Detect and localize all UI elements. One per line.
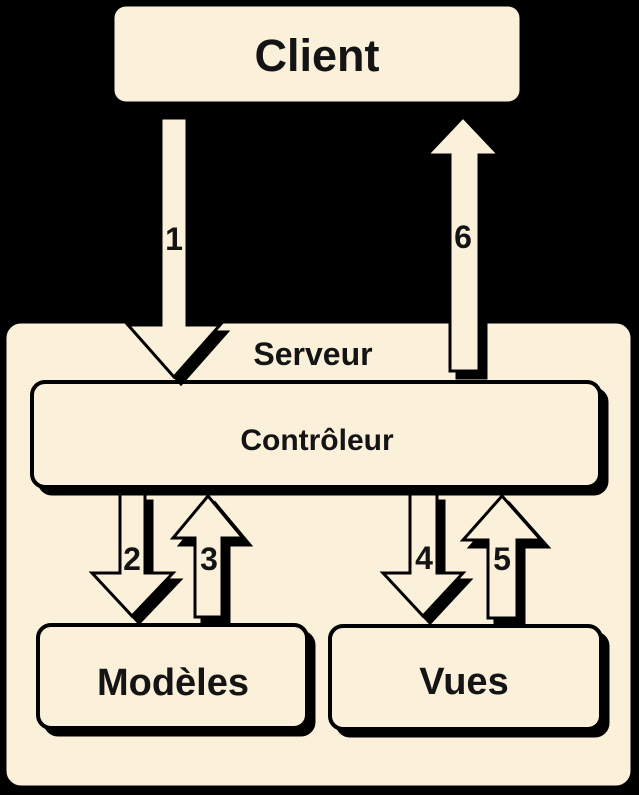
- arrow-2-down: [88, 492, 177, 619]
- modeles-label: Modèles: [97, 662, 249, 704]
- arrow-1-label: 1: [165, 221, 183, 257]
- arrow-4-down: [379, 492, 467, 619]
- client-label: Client: [254, 30, 379, 81]
- vues-node: [328, 624, 603, 731]
- serveur-label: Serveur: [253, 336, 372, 372]
- controleur-node: [30, 380, 602, 489]
- arrow-2-label: 2: [123, 541, 141, 577]
- arrow-4-label: 4: [415, 540, 433, 576]
- arrow-3-label: 3: [200, 541, 218, 577]
- arrow-1-down: [124, 116, 224, 380]
- arrow-3-up: [169, 493, 247, 619]
- arrow-6-label: 6: [454, 219, 472, 255]
- modeles-node: [36, 623, 309, 730]
- arrow-5-label: 5: [493, 541, 511, 577]
- client-node: [111, 3, 523, 105]
- vues-label: Vues: [419, 661, 508, 703]
- controleur-label: Contrôleur: [240, 424, 394, 457]
- arrow-6-up: [423, 114, 503, 373]
- arrow-5-up: [459, 493, 545, 620]
